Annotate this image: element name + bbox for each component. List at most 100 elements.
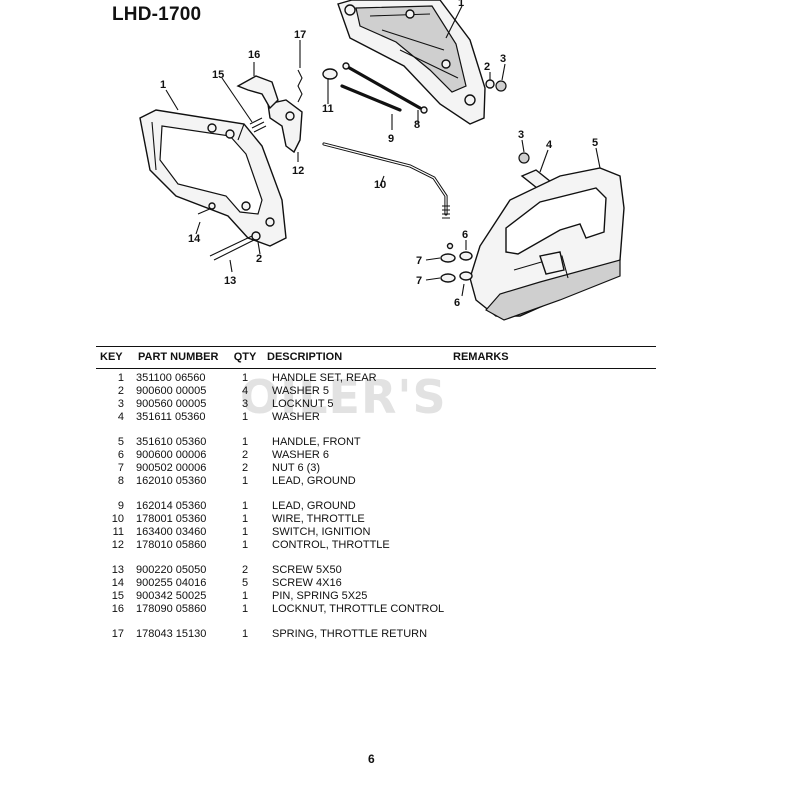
row-part-number: 351611 05360 — [136, 411, 206, 423]
front-handle — [469, 167, 625, 321]
row-part-number: 178010 05860 — [136, 539, 207, 551]
table-row: 4 351611 05360 1 WASHER — [96, 411, 656, 424]
row-key: 3 — [117, 398, 124, 410]
row-key: 15 — [111, 590, 124, 602]
callout-6-bottom: 6 — [454, 297, 460, 309]
row-key: 13 — [111, 564, 124, 576]
callout-8: 8 — [414, 119, 420, 131]
callout-17: 17 — [294, 29, 306, 41]
table-header-rule — [96, 368, 656, 369]
row-qty: 1 — [241, 513, 249, 525]
exploded-parts-diagram: 1 16 17 15 11 9 8 2 3 1 12 3 4 5 10 14 2… — [139, 0, 625, 321]
row-part-number: 178001 05360 — [136, 513, 207, 525]
table-row: 9 162014 05360 1 LEAD, GROUND — [96, 500, 656, 513]
screws-left — [197, 202, 261, 261]
row-part-number: 900220 05050 — [136, 564, 207, 576]
row-description: HANDLE, FRONT — [272, 436, 361, 448]
throttle-control — [267, 99, 303, 154]
spring-pin — [249, 117, 267, 133]
row-qty: 4 — [241, 385, 249, 397]
row-key: 17 — [111, 628, 124, 640]
row-description: WASHER — [272, 411, 320, 423]
row-key: 4 — [117, 411, 124, 423]
row-part-number: 351610 05360 — [136, 436, 207, 448]
row-qty: 3 — [241, 398, 249, 410]
row-key: 2 — [117, 385, 124, 397]
row-description: LEAD, GROUND — [272, 475, 356, 487]
row-qty: 1 — [241, 628, 249, 640]
table-row: 2 900600 00005 4 WASHER 5 — [96, 385, 656, 398]
row-part-number: 351100 06560 — [136, 372, 206, 384]
callout-1-top: 1 — [458, 0, 464, 9]
row-part-number: 900502 00006 — [136, 462, 207, 474]
row-description: SWITCH, IGNITION — [272, 526, 371, 538]
row-key: 5 — [117, 436, 124, 448]
page-number: 6 — [368, 752, 375, 766]
row-description: SPRING, THROTTLE RETURN — [272, 628, 428, 640]
header-key: KEY — [100, 351, 123, 363]
row-description: LOCKNUT 5 — [272, 398, 334, 410]
row-qty: 2 — [241, 564, 249, 576]
row-description: WASHER 5 — [272, 385, 330, 397]
header-remarks: REMARKS — [453, 351, 509, 363]
row-description: WIRE, THROTTLE — [272, 513, 365, 525]
table-header: KEY PART NUMBER QTY DESCRIPTION REMARKS — [96, 346, 656, 368]
header-part-number: PART NUMBER — [138, 351, 219, 363]
row-qty: 1 — [241, 436, 249, 448]
row-description: LEAD, GROUND — [272, 500, 356, 512]
row-qty: 1 — [241, 475, 249, 487]
row-part-number: 900560 00005 — [136, 398, 207, 410]
row-description: WASHER 6 — [272, 449, 330, 461]
row-key: 11 — [112, 526, 124, 538]
callout-6-top: 6 — [462, 229, 468, 241]
throttle-locknut — [236, 75, 279, 110]
table-top-rule — [96, 346, 656, 347]
row-description: CONTROL, THROTTLE — [272, 539, 390, 551]
callout-10: 10 — [374, 179, 386, 191]
callout-7-top: 7 — [416, 255, 422, 267]
row-key: 6 — [117, 449, 124, 461]
throttle-wire — [322, 142, 450, 219]
row-part-number: 900600 00005 — [136, 385, 207, 397]
row-key: 16 — [111, 603, 124, 615]
table-body: 1 351100 06560 1 HANDLE SET, REAR 2 900600 00… — [96, 372, 656, 641]
ignition-switch — [322, 68, 338, 104]
row-qty: 1 — [241, 411, 249, 423]
callout-5: 5 — [592, 137, 598, 149]
row-part-number: 900255 04016 — [136, 577, 207, 589]
row-description: LOCKNUT, THROTTLE CONTROL — [272, 603, 445, 615]
row-description: PIN, SPRING 5X25 — [272, 590, 368, 602]
callout-2-top: 2 — [484, 61, 490, 73]
row-qty: 1 — [241, 539, 249, 551]
row-qty: 5 — [241, 577, 249, 589]
row-part-number: 163400 03460 — [136, 526, 207, 538]
row-part-number: 162014 05360 — [136, 500, 207, 512]
watermark: OILER'S — [240, 370, 447, 424]
parts-table: KEY PART NUMBER QTY DESCRIPTION REMARKS … — [96, 346, 656, 641]
page-title: LHD-1700 — [112, 4, 202, 25]
callout-11: 11 — [322, 103, 334, 115]
row-key: 7 — [117, 462, 124, 474]
rear-handle-right-half — [337, 0, 486, 125]
nuts-washers — [440, 242, 473, 283]
callout-1-left: 1 — [160, 79, 166, 91]
row-qty: 2 — [241, 449, 249, 461]
row-part-number: 178043 15130 — [136, 628, 207, 640]
row-key: 9 — [117, 500, 124, 512]
row-key: 1 — [117, 372, 124, 384]
row-key: 8 — [117, 475, 124, 487]
ground-leads — [340, 62, 428, 114]
row-qty: 1 — [241, 500, 249, 512]
callout-7-bottom: 7 — [416, 275, 422, 287]
callout-3-mid: 3 — [518, 129, 524, 141]
row-description: HANDLE SET, REAR — [272, 372, 377, 384]
row-qty: 1 — [241, 372, 249, 384]
